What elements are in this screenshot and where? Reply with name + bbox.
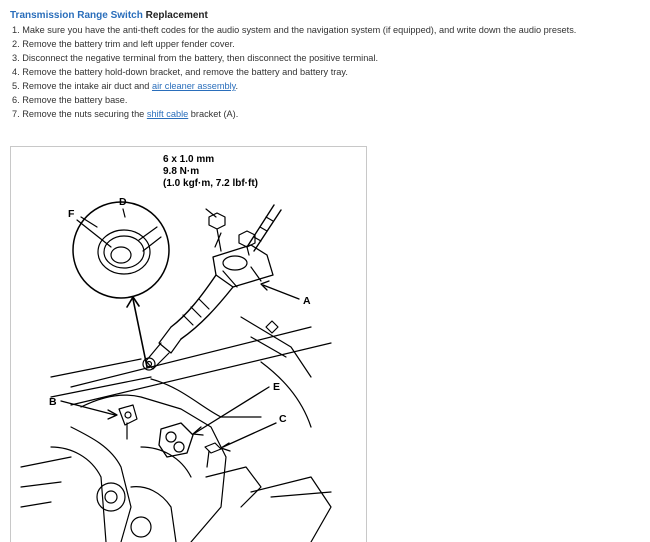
transmission-range-switch-link[interactable]: Transmission Range Switch: [10, 10, 143, 21]
step-item: 5. Remove the intake air duct and air cl…: [12, 81, 239, 91]
step-item: 3. Disconnect the negative terminal from…: [12, 53, 379, 63]
shift-cable-link[interactable]: shift cable: [146, 109, 189, 119]
bolt-c: [204, 442, 222, 454]
step-item: 1. Make sure you have the anti-theft cod…: [12, 25, 577, 35]
title-suffix: Replacement: [142, 10, 208, 21]
part-b: [118, 404, 138, 426]
grommet-hole: [110, 246, 132, 264]
spec-torque-nm: 9.8 N·m: [163, 166, 199, 177]
label-d: D: [119, 196, 127, 208]
technical-illustration: 6 x 1.0 mm 9.8 N·m (1.0 kgf·m, 7.2 lbf·f…: [10, 146, 367, 542]
label-a: A: [303, 295, 311, 307]
spec-torque-imperial: (1.0 kgf·m, 7.2 lbf·ft): [163, 178, 258, 189]
detail-callout-circle: [72, 201, 170, 299]
bracket-a: [212, 244, 274, 288]
label-f: F: [68, 208, 75, 220]
spec-bolt-size: 6 x 1.0 mm: [163, 154, 214, 165]
diagram-svg: 6 x 1.0 mm 9.8 N·m (1.0 kgf·m, 7.2 lbf·f…: [20, 154, 332, 542]
label-b: B: [49, 396, 57, 408]
label-e: E: [273, 381, 280, 393]
step-item: 7. Remove the nuts securing the shift ca…: [12, 109, 239, 119]
procedure-steps: 1. Make sure you have the anti-theft cod…: [12, 23, 576, 121]
step-item: 6. Remove the battery base.: [12, 95, 128, 105]
range-switch-e: [158, 422, 194, 458]
step-item: 2. Remove the battery trim and left uppe…: [12, 39, 235, 49]
label-c: C: [279, 413, 287, 425]
page-title: Transmission Range Switch Replacement: [10, 9, 208, 22]
step-item: 4. Remove the battery hold-down bracket,…: [12, 67, 348, 77]
air-cleaner-assembly-link[interactable]: air cleaner assembly: [151, 81, 236, 91]
grommet-outer: [97, 229, 151, 275]
